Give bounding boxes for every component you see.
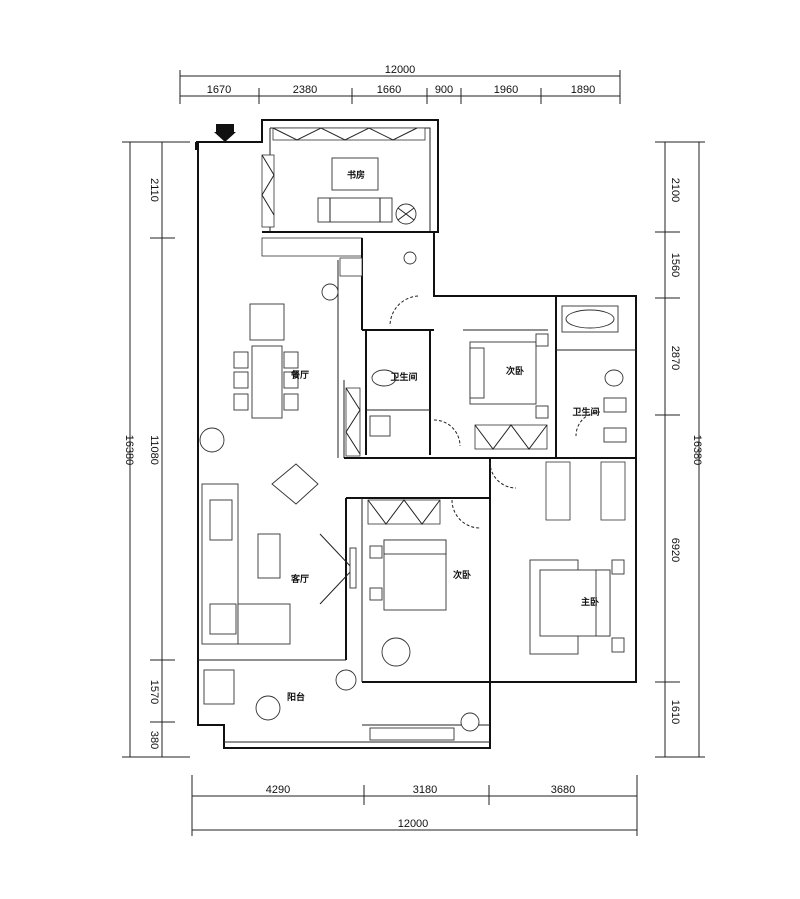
left-total-label: 16380 [123, 435, 135, 466]
secondary-bedroom-top-furniture [469, 333, 549, 419]
top-seg-3: 1660 [377, 84, 401, 96]
bottom-seg-2: 3180 [413, 784, 437, 796]
right-total-label: 16380 [691, 435, 703, 466]
walls [195, 119, 637, 749]
door-swings [389, 295, 601, 529]
room-label-secondary-bedroom: 次卧 [453, 569, 471, 581]
left-seg-2: 11080 [148, 435, 160, 465]
top-seg-4: 900 [435, 84, 453, 96]
room-label-bathroom-2: 卫生间 [572, 406, 599, 418]
dining-furniture [199, 283, 339, 453]
room-label-dining: 餐厅 [290, 369, 309, 381]
right-seg-3: 2870 [669, 346, 681, 370]
right-seg-2: 1560 [669, 253, 681, 277]
room-label-secondary-bedroom-top: 次卧 [506, 365, 524, 377]
balcony-furniture [203, 669, 480, 741]
bathroom1-fixtures [369, 251, 417, 437]
master-bedroom-furniture [529, 559, 625, 655]
room-label-study: 书房 [347, 169, 365, 181]
right-seg-1: 2100 [669, 178, 681, 202]
bathroom2-fixtures [561, 305, 627, 443]
top-seg-2: 2380 [293, 84, 317, 96]
bottom-seg-1: 4290 [266, 784, 290, 796]
right-seg-4: 6920 [669, 538, 681, 562]
living-furniture [201, 463, 357, 645]
room-label-bathroom-1: 卫生间 [390, 371, 417, 383]
bottom-seg-3: 3680 [551, 784, 575, 796]
top-seg-1: 1670 [207, 84, 231, 96]
study-furniture [317, 157, 417, 225]
secondary-bedroom-furniture [369, 539, 447, 667]
wardrobes [261, 127, 626, 525]
bottom-dimension: 4290 3180 3680 12000 [191, 775, 638, 836]
top-seg-6: 1890 [571, 84, 595, 96]
top-dimension: 12000 1670 2380 1660 900 1960 1890 [179, 64, 621, 104]
left-seg-3: 1570 [148, 680, 160, 704]
room-label-master-bedroom: 主卧 [581, 596, 599, 608]
right-dimension: 16380 2100 1560 2870 6920 1610 [655, 141, 705, 758]
bottom-total-label: 12000 [398, 818, 429, 830]
top-seg-5: 1960 [494, 84, 518, 96]
top-total-label: 12000 [385, 64, 416, 76]
room-label-balcony: 阳台 [287, 691, 305, 703]
right-seg-5: 1610 [669, 700, 681, 724]
left-seg-1: 2110 [148, 178, 160, 202]
room-label-living: 客厅 [290, 573, 309, 585]
entry-arrow-icon [214, 124, 236, 142]
left-dimension: 16380 2110 11080 1570 380 [122, 141, 190, 758]
left-seg-4: 380 [148, 731, 160, 749]
